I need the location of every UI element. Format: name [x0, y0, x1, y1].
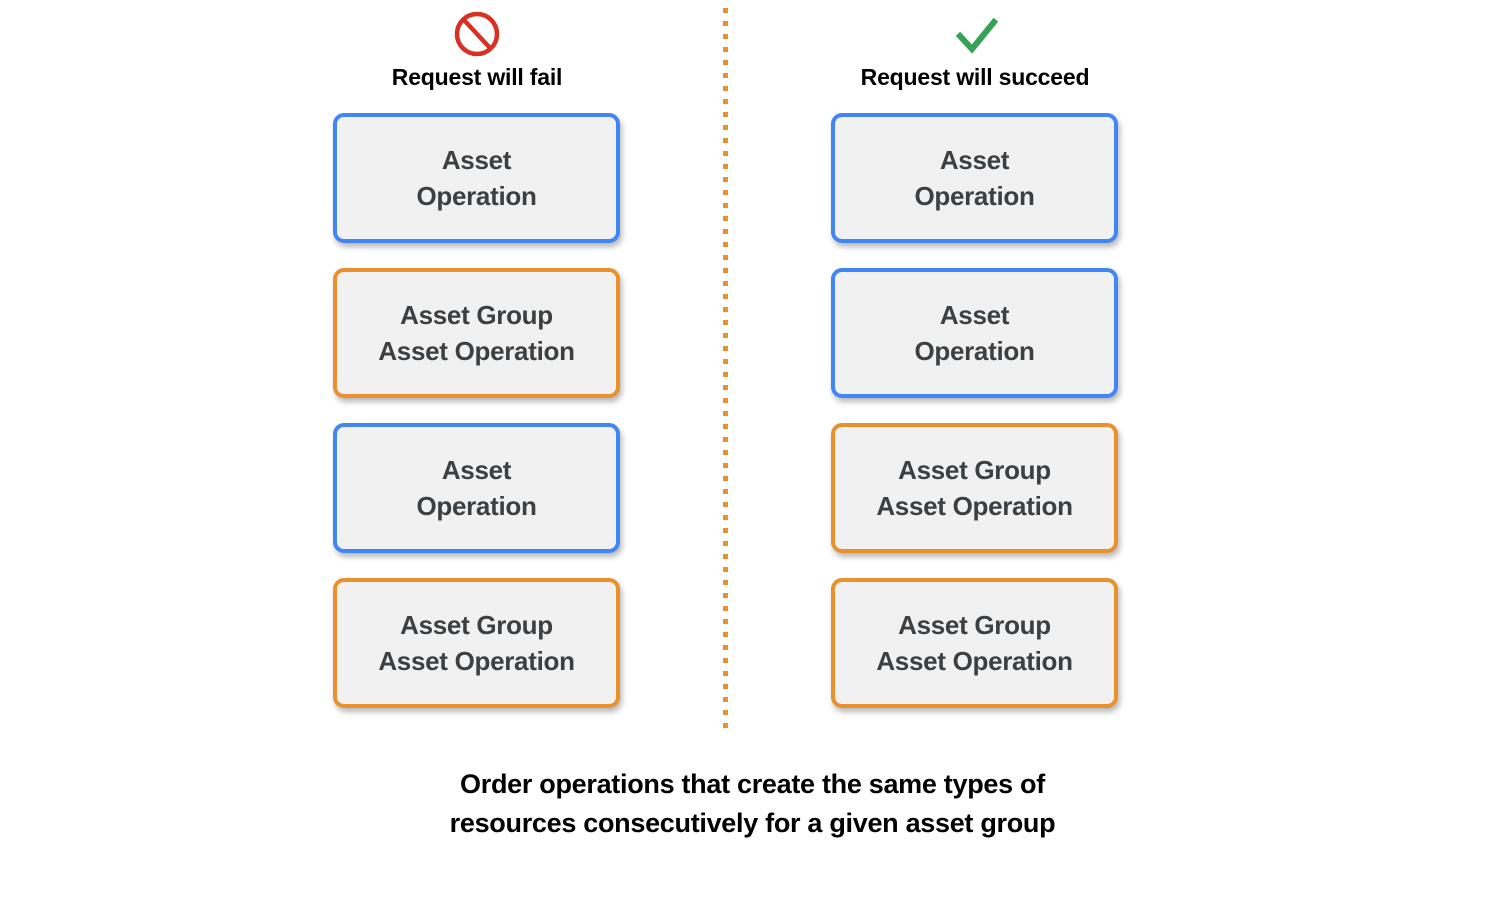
operation-box[interactable]: Asset Operation [333, 423, 620, 553]
operation-box-line: Asset Group [400, 300, 553, 330]
column-header-label: Request will fail [391, 64, 563, 90]
column-divider [723, 8, 728, 736]
caption-line-2: resources consecutively for a given asse… [449, 808, 1056, 838]
column-header-succeed: Request will succeed [825, 8, 1125, 90]
operation-box-line: Asset Group [898, 610, 1051, 640]
operation-box-line: Operation [416, 181, 537, 211]
operation-box-line: Asset Operation [378, 336, 575, 366]
operation-box[interactable]: Asset Operation [831, 113, 1118, 243]
operation-box[interactable]: Asset Group Asset Operation [831, 423, 1118, 553]
operation-box-line: Asset Operation [876, 646, 1073, 676]
prohibited-icon [454, 11, 500, 57]
operation-box[interactable]: Asset Group Asset Operation [831, 578, 1118, 708]
operation-box-line: Asset [939, 145, 1010, 175]
operation-box-line: Asset Group [898, 455, 1051, 485]
operation-box-line: Asset [441, 455, 512, 485]
operation-box-line: Asset [939, 300, 1010, 330]
operation-box[interactable]: Asset Operation [831, 268, 1118, 398]
diagram-caption: Order operations that create the same ty… [0, 765, 1505, 843]
operation-box-line: Asset Operation [876, 491, 1073, 521]
operation-box-line: Operation [914, 336, 1035, 366]
operation-box-line: Operation [416, 491, 537, 521]
box-stack-fail: Asset Operation Asset Group Asset Operat… [333, 113, 620, 708]
column-header-label: Request will succeed [860, 64, 1090, 90]
operation-box[interactable]: Asset Group Asset Operation [333, 578, 620, 708]
operation-box[interactable]: Asset Group Asset Operation [333, 268, 620, 398]
operation-box-line: Operation [914, 181, 1035, 211]
caption-line-1: Order operations that create the same ty… [460, 769, 1045, 799]
check-icon [955, 17, 999, 54]
column-header-fail: Request will fail [327, 8, 627, 90]
operation-box[interactable]: Asset Operation [333, 113, 620, 243]
operation-box-line: Asset Operation [378, 646, 575, 676]
box-stack-succeed: Asset Operation Asset Operation Asset Gr… [831, 113, 1118, 708]
operation-box-line: Asset Group [400, 610, 553, 640]
operation-box-line: Asset [441, 145, 512, 175]
